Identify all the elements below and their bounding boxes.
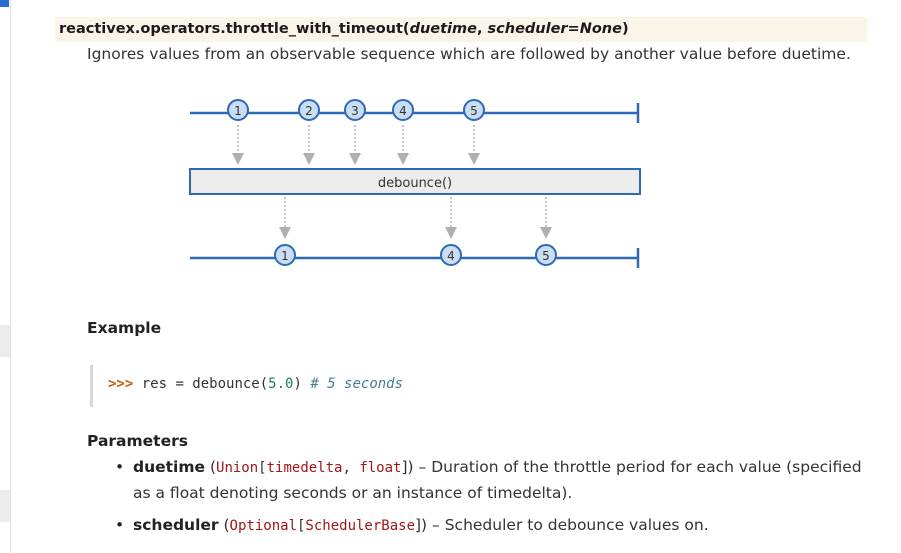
code-example: >>> res = debounce(5.0) # 5 seconds [90, 365, 448, 407]
type-link[interactable]: float [359, 460, 402, 476]
type-link[interactable]: Union [216, 460, 259, 476]
input-marble-label: 4 [399, 104, 407, 118]
parameter-open: ( [218, 516, 230, 534]
output-arrows [279, 197, 552, 239]
output-marble: 4 [440, 244, 462, 266]
output-marble: 1 [274, 244, 296, 266]
input-marble-label: 1 [234, 104, 242, 118]
parameter-name: scheduler [133, 516, 219, 534]
input-marble: 1 [227, 99, 249, 121]
type-bracket: ]) [401, 458, 414, 476]
input-arrows [232, 125, 480, 165]
parameter-name: duetime [133, 458, 206, 476]
sidebar-border [10, 0, 11, 553]
parameter-desc: – Scheduler to debounce values on. [427, 516, 709, 534]
type-link[interactable]: timedelta [266, 460, 343, 476]
input-marble: 3 [344, 99, 366, 121]
output-marble: 5 [535, 244, 557, 266]
sidebar-highlight [0, 325, 10, 357]
example-heading: Example [87, 319, 162, 337]
parameter-item: scheduler (Optional[SchedulerBase]) – Sc… [115, 513, 875, 539]
operator-box [189, 168, 641, 195]
parameters-heading: Parameters [87, 432, 188, 450]
output-marble-label: 1 [281, 249, 289, 263]
parameters-list: duetime (Union[timedelta, float]) – Dura… [115, 455, 875, 546]
input-marble: 5 [463, 99, 485, 121]
input-marble: 2 [298, 99, 320, 121]
input-marble-label: 3 [351, 104, 359, 118]
function-description: Ignores values from an observable sequen… [87, 45, 851, 63]
nav-marker [0, 0, 9, 7]
type-sep: , [342, 460, 360, 476]
parameter-desc: – Duration of the throttle period for ea… [133, 458, 862, 502]
output-marble-label: 4 [447, 249, 455, 263]
type-bracket: [ [258, 460, 267, 476]
parameter-item: duetime (Union[timedelta, float]) – Dura… [115, 455, 875, 506]
type-link[interactable]: Optional [229, 518, 297, 534]
type-bracket: ]) [415, 516, 428, 534]
code-prompt: >>> [108, 376, 134, 392]
code-close: ) [293, 376, 311, 392]
input-marble: 4 [392, 99, 414, 121]
output-marble-label: 5 [542, 249, 550, 263]
function-signature: reactivex.operators.throttle_with_timeou… [55, 17, 867, 42]
code-number: 5.0 [268, 376, 294, 392]
signature-arg-duetime: duetime [409, 21, 477, 37]
marble-diagram: 1 2 3 4 5 debounce() 1 4 5 [189, 99, 641, 268]
operator-label: debounce() [378, 176, 452, 191]
parameter-open: ( [205, 458, 217, 476]
input-marble-label: 2 [305, 104, 313, 118]
signature-close: ) [621, 21, 629, 37]
signature-arg-scheduler: scheduler=None [487, 21, 622, 37]
type-link[interactable]: SchedulerBase [305, 518, 415, 534]
input-marble-label: 5 [470, 104, 478, 118]
code-comment: # 5 seconds [310, 376, 404, 392]
signature-sep: , [476, 21, 488, 37]
sidebar-highlight [0, 490, 10, 522]
signature-name: reactivex.operators.throttle_with_timeou… [59, 21, 410, 37]
code-statement: res = debounce( [133, 376, 269, 392]
type-bracket: [ [296, 518, 306, 534]
